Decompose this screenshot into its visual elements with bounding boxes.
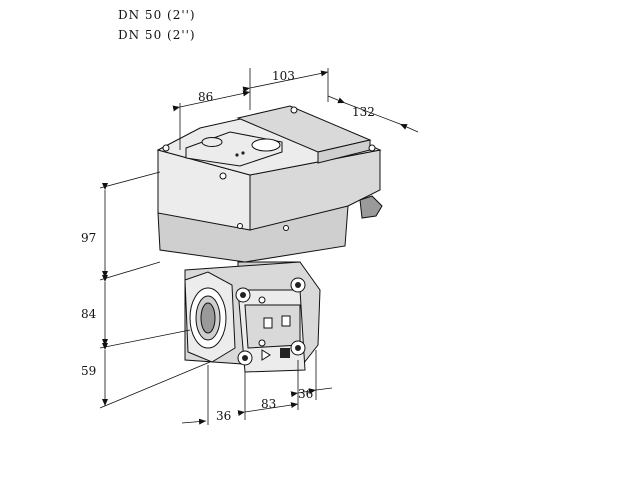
dimension-label-83: 83 — [261, 397, 276, 411]
dimension-label-132: 132 — [352, 105, 375, 119]
product-size-line-2: DN 50 (2'') — [118, 28, 196, 42]
dimension-label-103: 103 — [272, 69, 295, 83]
dimension-label-36-right: 36 — [298, 387, 313, 401]
actuator-housing — [156, 105, 383, 263]
product-size-line-1: DN 50 (2'') — [118, 8, 196, 22]
dimension-label-36-left: 36 — [216, 409, 231, 423]
dimension-lines — [99, 68, 419, 425]
valve-body — [184, 261, 321, 373]
dimension-label-97: 97 — [81, 231, 96, 245]
dimension-label-86: 86 — [198, 90, 213, 104]
dimension-label-84: 84 — [81, 307, 97, 321]
dimension-label-59: 59 — [81, 364, 96, 378]
